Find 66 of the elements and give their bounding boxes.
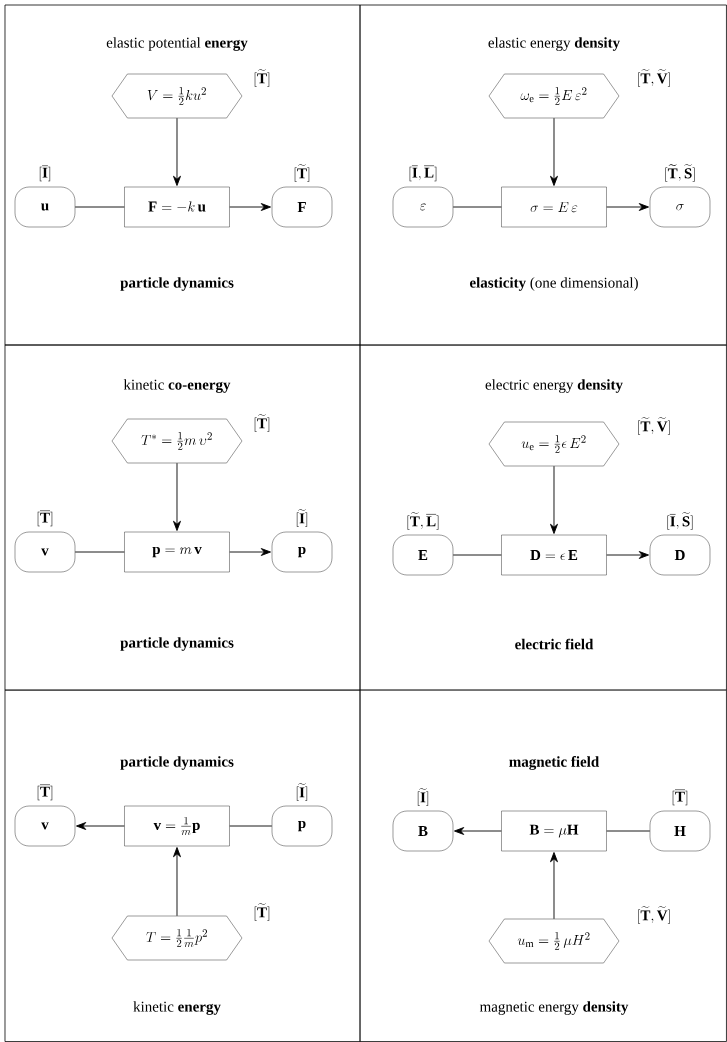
variable-node: $\mathbf{v}$: [14, 531, 76, 573]
dimension-annotation: $[\widetilde{\mathbf{T}},\widetilde{\mathbf{V}}]$: [638, 417, 670, 435]
dimension-annotation: $[\widetilde{\mathbf{T}}]$: [254, 69, 270, 87]
variable-node: $\sigma$: [649, 186, 711, 228]
variable-node: $\mathbf{p}$: [271, 531, 333, 573]
dimension-annotation: $[\widetilde{\mathbf{T}},\widetilde{\mathbf{S}}]$: [665, 164, 695, 182]
panel-caption: kinetic energy: [133, 1001, 221, 1015]
panel-caption: particle dynamics: [120, 637, 234, 651]
dimension-annotation: $[\overline{\mathbf{I}}]$: [39, 165, 51, 182]
relation-box: $\mathbf{F} = -k\,\mathbf{u}$: [124, 186, 230, 228]
panel-caption: magnetic energy density: [479, 1001, 629, 1015]
variable-node: $\mathbf{H}$: [649, 810, 711, 852]
dimension-annotation: $[\widetilde{\mathbf{T}},\widetilde{\mathbf{V}}]$: [638, 906, 670, 924]
panel-heading: kinetic co-energy: [123, 379, 231, 393]
arrow: [550, 117, 558, 186]
dimension-annotation: $[\widetilde{\mathbf{T}}]$: [294, 164, 310, 182]
arrow: [606, 203, 649, 211]
arrow: [229, 203, 271, 211]
energy-hexagon: $u_{\mathrm{e}} = \frac{1}{2}\epsilon\,E^{2}$: [488, 421, 620, 467]
panel-heading: elastic potential energy: [106, 37, 248, 51]
panel-heading: particle dynamics: [120, 756, 234, 770]
arrow: [76, 822, 125, 830]
variable-node: $\mathbf{D}$: [649, 534, 711, 576]
energy-hexagon: $u_{\mathrm{m}} = \frac{1}{2}\,\mu H^{2}$: [488, 918, 620, 964]
arrow: [454, 827, 502, 835]
dimension-annotation: $[\widetilde{\mathbf{T}},\widetilde{\mathbf{V}}]$: [638, 69, 670, 87]
energy-hexagon: $\omega_{\mathrm{e}} = \frac{1}{2}E\,\varepsilon^{2}$: [488, 73, 620, 119]
relation-box: $\mathbf{B} = \mu\mathbf{H}$: [501, 810, 607, 852]
panel-heading: magnetic field: [509, 756, 600, 770]
energy-hexagon: $T^{*} = \frac{1}{2}m\,\upsilon^{2}$: [111, 418, 243, 464]
arrow: [173, 847, 181, 917]
arrow: [173, 462, 181, 531]
dimension-annotation: $[\widetilde{\mathbf{T}}]$: [254, 414, 270, 432]
energy-hexagon: $V = \frac{1}{2}k u^{2}$: [111, 73, 243, 119]
variable-node: $\mathbf{p}$: [271, 805, 333, 847]
variable-node: $\varepsilon$: [392, 186, 454, 228]
dimension-annotation: $[\widetilde{\mathbf{I}}]$: [296, 509, 308, 527]
relation-box: $\mathbf{v} = \frac{1}{m}\mathbf{p}$: [124, 805, 230, 847]
panel-caption: elasticity (one dimensional): [469, 277, 638, 291]
panel-caption: particle dynamics: [120, 277, 234, 291]
arrow: [550, 465, 558, 534]
dimension-annotation: $[\widetilde{\mathbf{T}}]$: [254, 903, 270, 921]
dimension-annotation: $[\widetilde{\mathbf{I}}]$: [417, 788, 429, 806]
relation-box: $\mathbf{D} = \epsilon\,\mathbf{E}$: [501, 534, 607, 576]
variable-node: $\mathbf{E}$: [392, 534, 454, 576]
arrow: [173, 117, 181, 186]
dimension-annotation: $[\overline{\mathbf{I}},\widetilde{\mathbf{S}}]$: [667, 512, 693, 530]
dimension-annotation: $[\overline{\mathbf{I}},\overline{\mathbf{L}}]$: [409, 165, 437, 182]
variable-node: $\mathbf{v}$: [14, 805, 76, 847]
dimension-annotation: $[\widetilde{\mathbf{I}}]$: [296, 783, 308, 801]
arrow: [606, 551, 649, 559]
variable-node: $\mathbf{F}$: [271, 186, 333, 228]
dimension-annotation: $[\overline{\mathbf{T}}]$: [672, 789, 688, 806]
arrow: [550, 852, 558, 920]
dimension-annotation: $[\overline{\mathbf{T}}]$: [37, 510, 53, 527]
arrow: [229, 548, 271, 556]
dimension-annotation: $[\widetilde{\mathbf{T}},\overline{\mathbf{L}}]$: [407, 512, 439, 530]
energy-hexagon: $T = \frac{1}{2}\frac{1}{m}p^{2}$: [111, 915, 243, 961]
relation-box: $\mathbf{p} = m\,\mathbf{v}$: [124, 531, 230, 573]
variable-node: $\mathbf{u}$: [14, 186, 76, 228]
relation-box: $\sigma = E\,\varepsilon$: [501, 186, 607, 228]
panel-heading: electric energy density: [485, 379, 623, 393]
panel-heading: elastic energy density: [488, 37, 620, 51]
dimension-annotation: $[\overline{\mathbf{T}}]$: [37, 784, 53, 801]
panel-caption: electric field: [515, 638, 594, 650]
variable-node: $\mathbf{B}$: [392, 810, 454, 852]
